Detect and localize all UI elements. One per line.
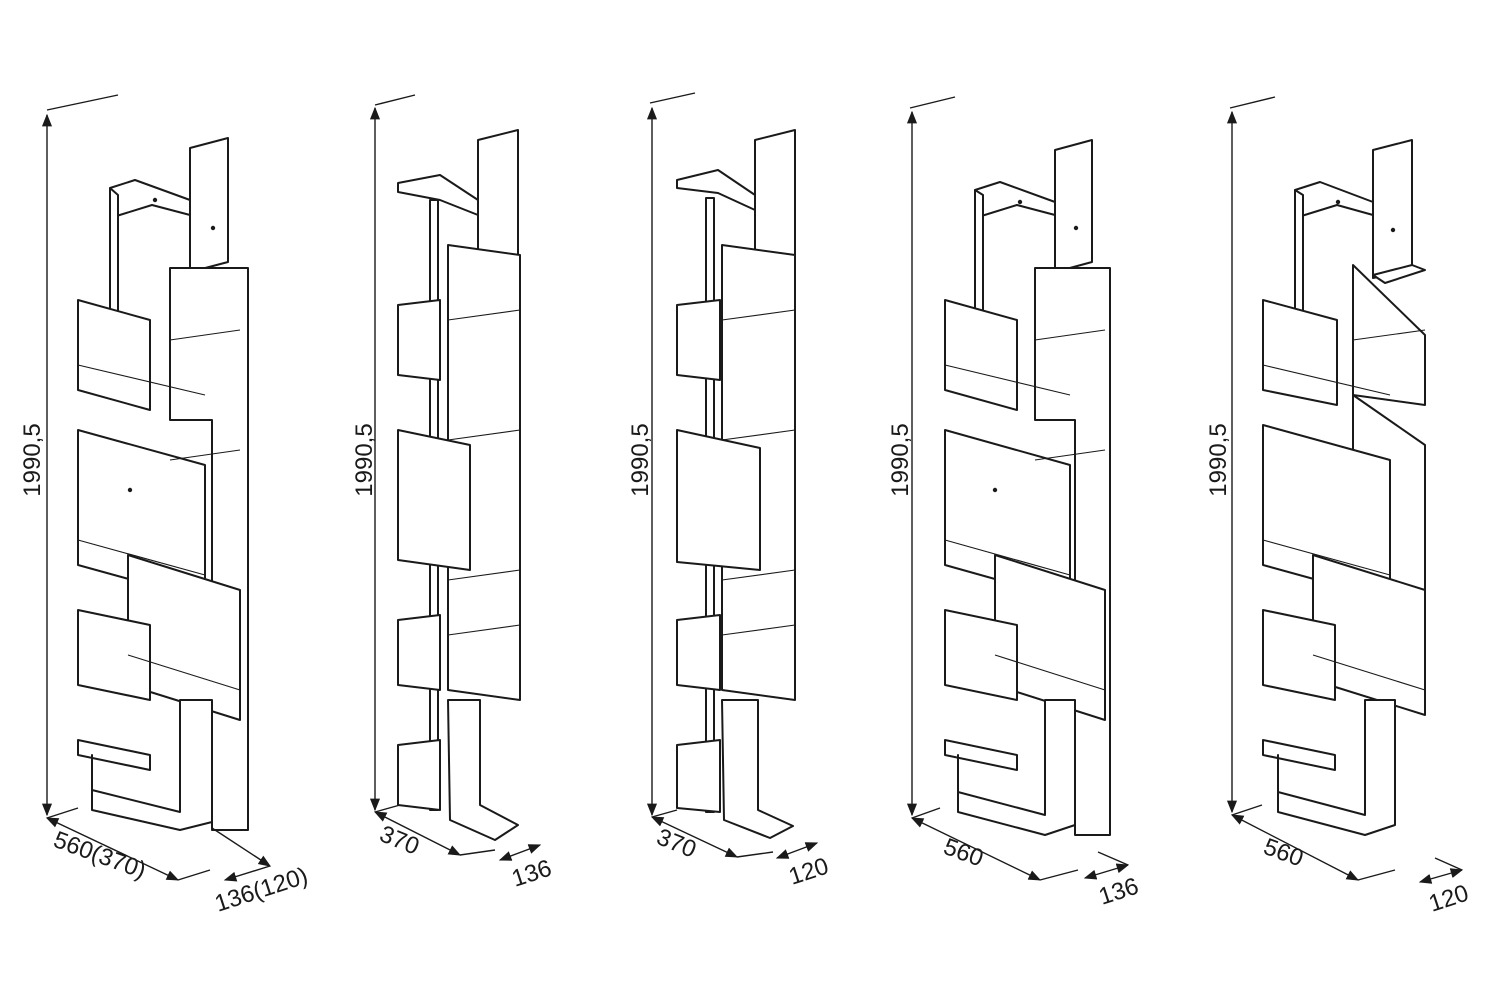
shelf-variant-3: 1990,5 370 120 bbox=[627, 92, 832, 891]
depth-label: 120 bbox=[786, 853, 832, 891]
depth-label: 136 bbox=[509, 855, 555, 893]
width-label: 370 bbox=[376, 821, 423, 861]
height-label: 1990,5 bbox=[351, 423, 378, 496]
shelf-variant-4: 1990,5 560 136 bbox=[887, 96, 1142, 911]
height-label: 1990,5 bbox=[1205, 423, 1232, 496]
depth-label: 120 bbox=[1426, 880, 1472, 918]
height-label: 1990,5 bbox=[19, 423, 46, 496]
shelf-body bbox=[397, 129, 521, 841]
shelf-variant-5: 1990,5 560 120 bbox=[1205, 96, 1472, 918]
height-label: 1990,5 bbox=[627, 423, 654, 496]
shelf-body bbox=[676, 129, 796, 839]
height-label: 1990,5 bbox=[887, 423, 914, 496]
shelf-body bbox=[77, 137, 249, 831]
width-label: 560(370) bbox=[50, 826, 150, 884]
width-label: 560 bbox=[940, 833, 987, 872]
shelf-variant-1: 1990,5 560(370) 136(120) bbox=[19, 94, 312, 918]
width-label: 560 bbox=[1260, 833, 1307, 872]
shelf-body bbox=[1262, 139, 1426, 836]
depth-label: 136 bbox=[1096, 873, 1142, 911]
shelf-body bbox=[944, 139, 1111, 836]
shelf-variant-2: 1990,5 370 136 bbox=[351, 94, 555, 893]
depth-label: 136(120) bbox=[212, 862, 312, 917]
width-label: 370 bbox=[653, 824, 700, 864]
